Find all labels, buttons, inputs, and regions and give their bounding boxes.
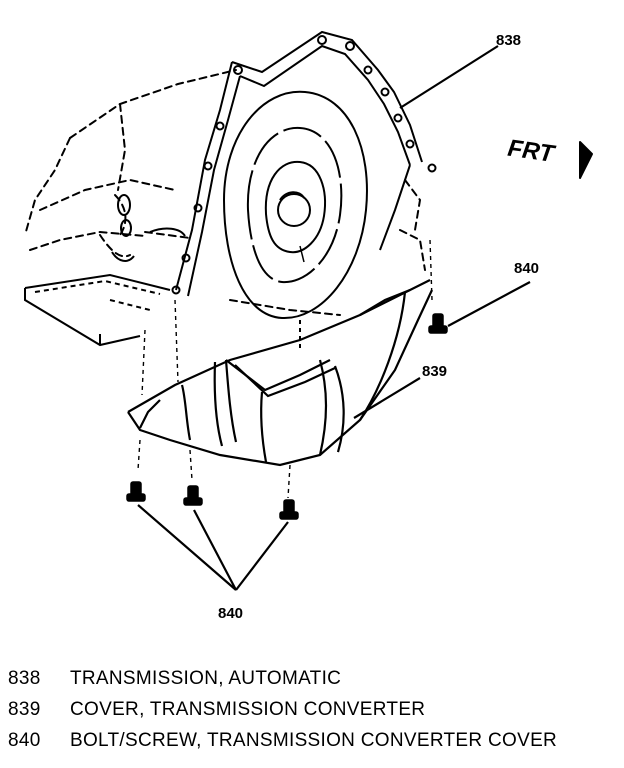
front-direction-label: FRT [506, 135, 558, 168]
torque-converter [222, 90, 368, 350]
alignment-lines [137, 239, 433, 499]
callout-839: 839 [422, 363, 447, 380]
exploded-parts-diagram: 838 840 839 840 FRT [24, 30, 593, 622]
legend-number: 839 [8, 699, 41, 720]
callout-840-bottom: 840 [218, 605, 243, 622]
transmission-converter-cover [127, 279, 433, 467]
callout-840-right: 840 [514, 260, 539, 277]
legend-row-838: 838 TRANSMISSION, AUTOMATIC [8, 668, 618, 699]
transmission-details [111, 194, 186, 262]
parts-legend: 838 TRANSMISSION, AUTOMATIC 839 COVER, T… [8, 668, 618, 761]
legend-row-840: 840 BOLT/SCREW, TRANSMISSION CONVERTER C… [8, 730, 618, 761]
legend-description: COVER, TRANSMISSION CONVERTER [70, 699, 426, 720]
legend-number: 840 [8, 730, 41, 751]
legend-number: 838 [8, 668, 41, 689]
legend-description: BOLT/SCREW, TRANSMISSION CONVERTER COVER [70, 730, 558, 751]
bell-housing [171, 30, 437, 297]
bolt-icon [126, 313, 448, 520]
oil-pan [24, 273, 171, 347]
front-arrow-icon [579, 141, 593, 179]
leader-lines [137, 45, 531, 591]
callout-838: 838 [496, 32, 521, 49]
legend-row-839: 839 COVER, TRANSMISSION CONVERTER [8, 699, 618, 730]
legend-description: TRANSMISSION, AUTOMATIC [70, 668, 342, 689]
